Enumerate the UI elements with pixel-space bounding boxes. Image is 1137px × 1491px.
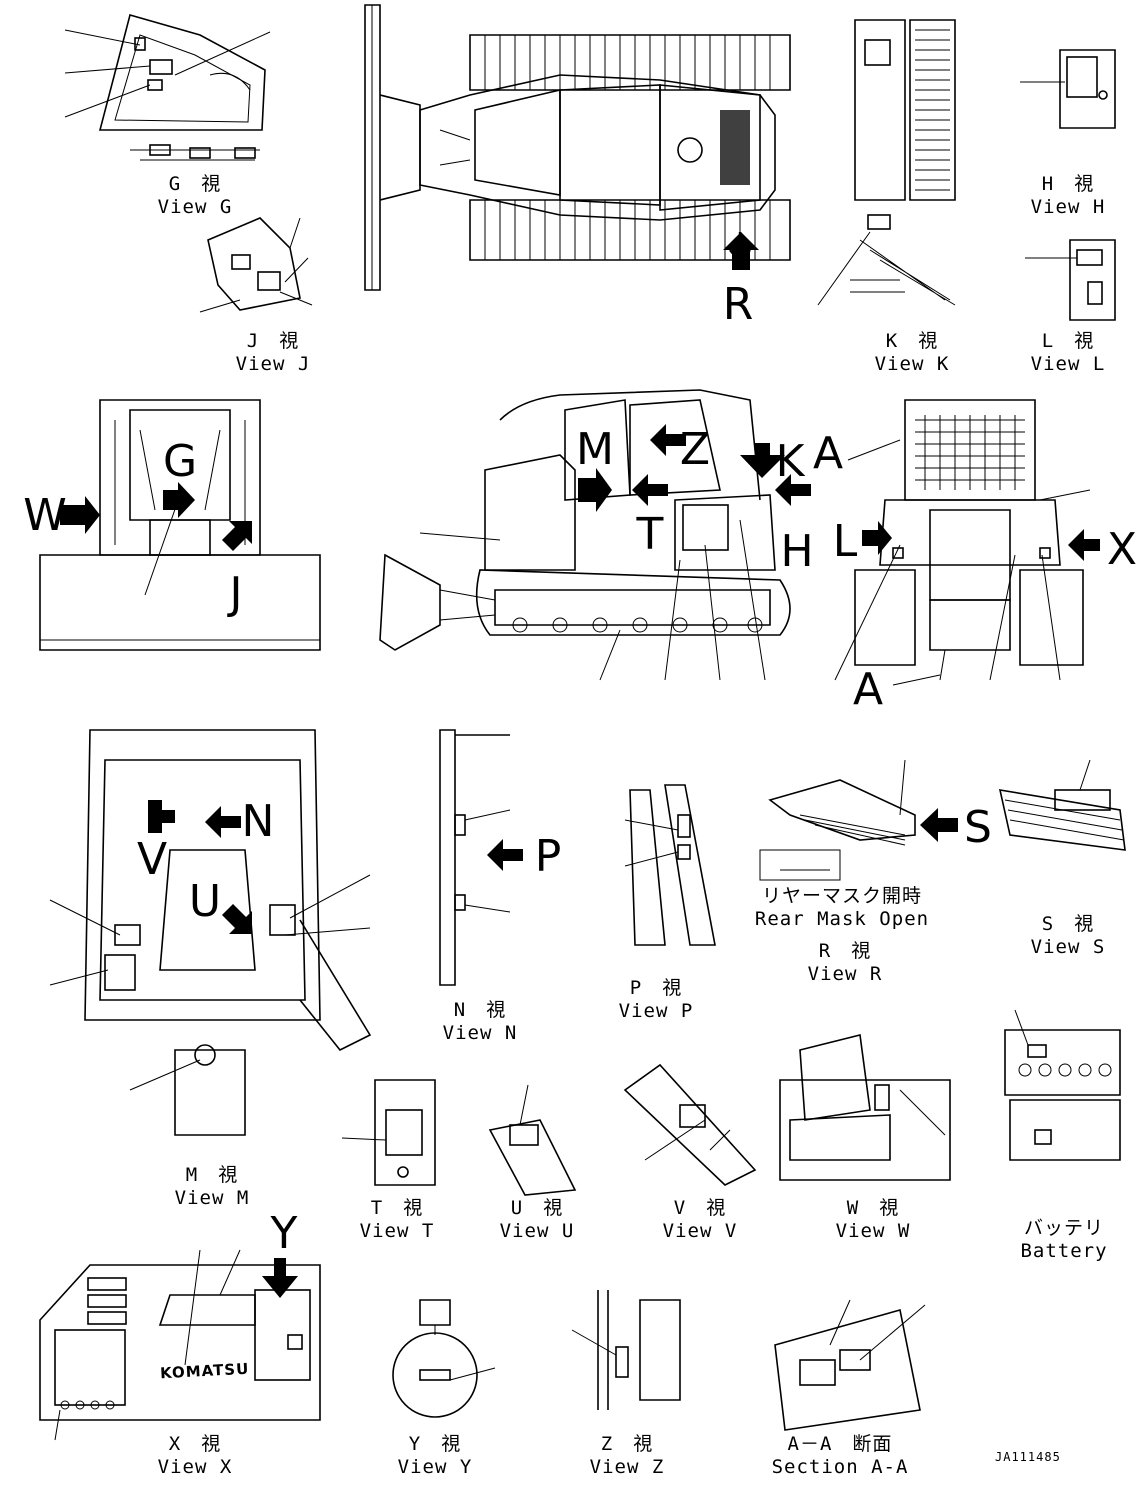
view-g-drawing	[64, 14, 271, 161]
battery-drawing	[1004, 1009, 1121, 1161]
arrow-letter-k: K	[775, 436, 805, 487]
arrow-letter-t: T	[636, 509, 664, 560]
view-u-drawing	[488, 1084, 577, 1196]
view-p-drawing	[624, 784, 716, 946]
view-v-drawing	[623, 1063, 757, 1186]
view-m-drawing	[49, 729, 372, 1136]
arrow-letter-w: W	[23, 490, 67, 541]
view-j-drawing	[199, 217, 313, 313]
view-z-drawing	[571, 1290, 681, 1410]
view-s-drawing	[998, 759, 1126, 851]
arrow-letter-a-top: A	[812, 428, 844, 479]
view-x-drawing	[39, 1249, 321, 1441]
view-y-drawing	[392, 1299, 496, 1418]
view-n-drawing	[439, 729, 523, 986]
arrow-letter-n: N	[241, 796, 275, 847]
arrow-letter-h: H	[780, 526, 814, 577]
view-h-drawing	[1020, 49, 1116, 129]
arrow-letter-r: R	[722, 279, 754, 330]
arrow-letter-y: Y	[270, 1208, 298, 1259]
arrow-letter-m: M	[576, 424, 614, 475]
arrow-letter-g: G	[162, 436, 198, 487]
arrow-letter-j: J	[229, 568, 243, 619]
arrow-letter-l: L	[832, 516, 858, 567]
view-r-drawing	[759, 759, 958, 881]
front-view-drawing	[39, 399, 321, 651]
view-t-drawing	[341, 1079, 436, 1186]
arrow-letter-a-bottom: A	[852, 664, 884, 715]
side-view-drawing	[379, 389, 811, 681]
arrow-letter-s: S	[964, 802, 992, 853]
arrow-letter-u: U	[188, 876, 222, 927]
view-k-drawing	[817, 19, 956, 306]
view-w-drawing	[779, 1034, 951, 1181]
top-view-drawing	[364, 4, 791, 291]
arrow-letter-v: V	[136, 834, 168, 885]
arrow-letter-z: Z	[679, 424, 711, 475]
arrow-letter-p: P	[534, 831, 562, 882]
section-aa-drawing	[774, 1299, 926, 1431]
view-l-drawing	[1025, 239, 1116, 321]
rear-view-drawing	[834, 399, 1100, 686]
drawing-reference-number: JA111485	[995, 1450, 1061, 1464]
arrow-letter-x: X	[1106, 524, 1137, 575]
